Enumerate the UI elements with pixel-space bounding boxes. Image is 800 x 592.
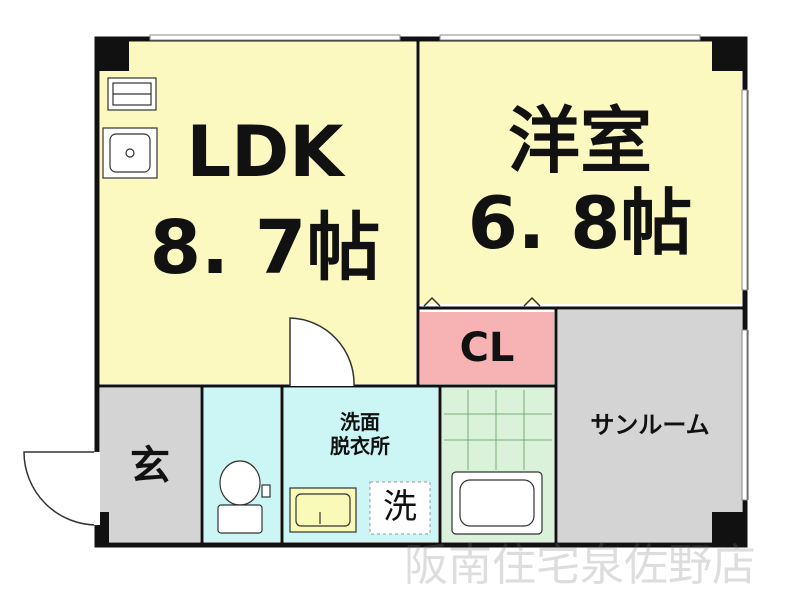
closet-label: CL	[459, 325, 515, 371]
entrance-label: 玄	[130, 443, 170, 489]
western-room-name: 洋室	[507, 99, 652, 183]
closet-room	[420, 312, 554, 384]
sunroom-label: サンルーム	[590, 411, 710, 439]
ldk-room-name: LDK	[186, 111, 344, 193]
western-room	[420, 42, 742, 304]
washroom-label: 洗面 脱衣所	[330, 410, 390, 458]
watermark: 阪南住宅泉佐野店	[404, 540, 756, 591]
washer-label: 洗	[383, 487, 417, 527]
sunroom-room	[558, 310, 742, 542]
entrance-room	[100, 388, 200, 542]
ldk-room-size: 8. 7帖	[149, 205, 381, 291]
western-room-size: 6. 8帖	[467, 181, 693, 265]
